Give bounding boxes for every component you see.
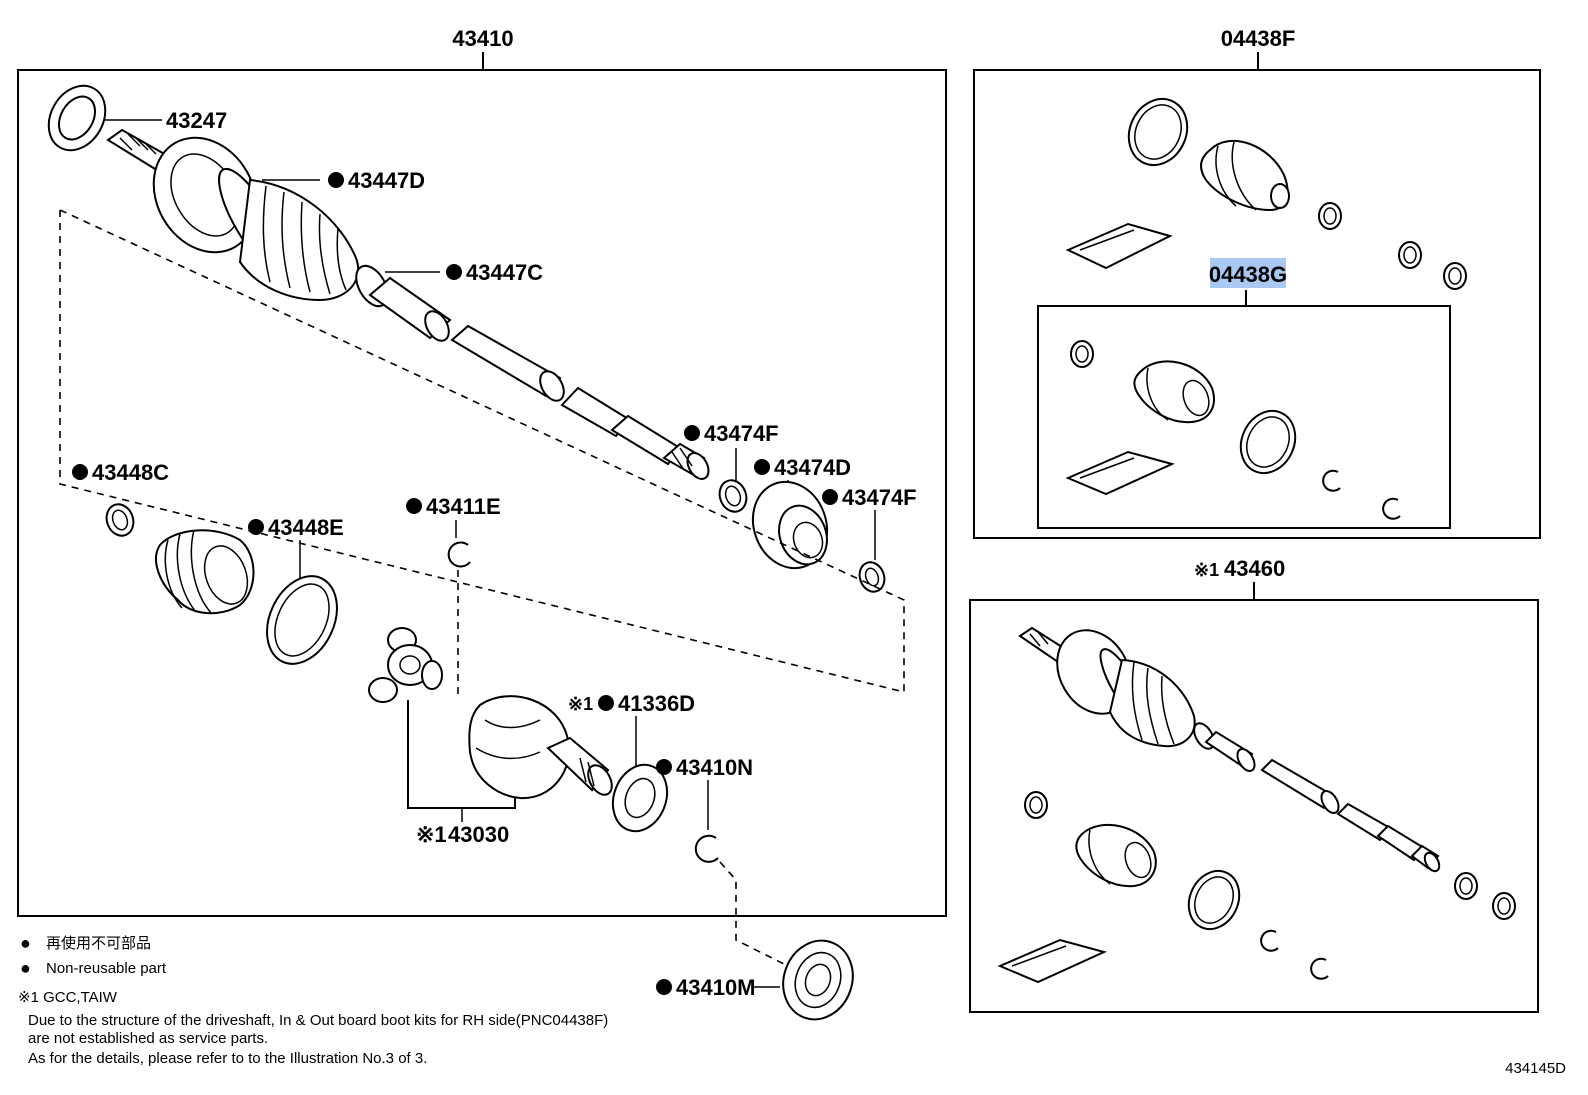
clamp-43448E-drawing [266, 575, 338, 665]
legend-bullet-jp: ● [20, 933, 31, 953]
part-43410N[interactable]: 43410N [676, 755, 753, 780]
seal-43247-drawing [47, 84, 107, 152]
legend-note-label: ※1 GCC,TAIW [18, 989, 118, 1006]
exploded-view-guide [59, 208, 905, 694]
assembly-number-43460[interactable]: 43460 [1224, 556, 1285, 581]
snap-ring-43411E-drawing [447, 541, 471, 568]
part-43447D[interactable]: 43447D [348, 168, 425, 193]
main-assembly-box [17, 69, 947, 917]
clamp-43448C-drawing [105, 503, 135, 537]
part-43247[interactable]: 43247 [166, 108, 227, 133]
part-41336D[interactable]: 41336D [618, 691, 695, 716]
driveshaft-drawing [106, 128, 710, 480]
sub-kit-04438G-box [1037, 305, 1451, 529]
legend-bullet-en: ● [20, 958, 31, 978]
note-mark-41336D: ※1 [568, 694, 593, 714]
boot-inner-drawing [155, 529, 255, 615]
driveshaft-43460-drawing [997, 626, 1516, 984]
part-43448C[interactable]: 43448C [92, 460, 169, 485]
legend-note-line-3: As for the details, please refer to to t… [28, 1050, 427, 1067]
legend-note-line-2: are not established as service parts. [28, 1030, 268, 1047]
part-43030[interactable]: 43030 [448, 822, 509, 847]
sub-kit-04438G[interactable]: 04438G [1209, 262, 1287, 287]
alt-assembly-43460-box [969, 599, 1539, 1013]
seal-41336D-drawing [611, 763, 669, 833]
sub-kit-04438G-highlight [1210, 258, 1286, 288]
legend-note-line-1: Due to the structure of the driveshaft, … [28, 1012, 608, 1029]
legend-non-reusable-jp: 再使用不可部品 [46, 935, 151, 952]
note-mark-43460: ※1 [1194, 560, 1219, 580]
part-43448E[interactable]: 43448E [268, 515, 344, 540]
part-43474F-upper[interactable]: 43474F [704, 421, 779, 446]
part-43447C[interactable]: 43447C [466, 260, 543, 285]
assembly-number-43410[interactable]: 43410 [452, 26, 513, 51]
clamp-43474F-lower-drawing [858, 561, 886, 593]
snap-ring-43410N-drawing [694, 834, 719, 863]
part-43411E[interactable]: 43411E [426, 494, 501, 519]
legend-non-reusable-en: Non-reusable part [46, 960, 167, 977]
illustration-id: 434145D [1505, 1060, 1566, 1077]
assembly-number-04438F[interactable]: 04438F [1221, 26, 1296, 51]
part-43410M[interactable]: 43410M [676, 975, 756, 1000]
deflector-43474D-drawing [751, 480, 829, 570]
inboard-joint-drawing [468, 695, 613, 800]
bearing-43410M-drawing [782, 939, 854, 1021]
tripod-43030-drawing [368, 627, 443, 703]
part-43474D[interactable]: 43474D [774, 455, 851, 480]
kit-04438F-box [973, 69, 1541, 539]
kit-04438F-parts-drawing [1065, 97, 1467, 290]
part-43474F-lower[interactable]: 43474F [842, 485, 917, 510]
note-mark-43030: ※1 [416, 822, 447, 847]
clamp-43474F-upper-drawing [718, 479, 748, 513]
sub-kit-04438G-parts-drawing [1065, 340, 1401, 520]
